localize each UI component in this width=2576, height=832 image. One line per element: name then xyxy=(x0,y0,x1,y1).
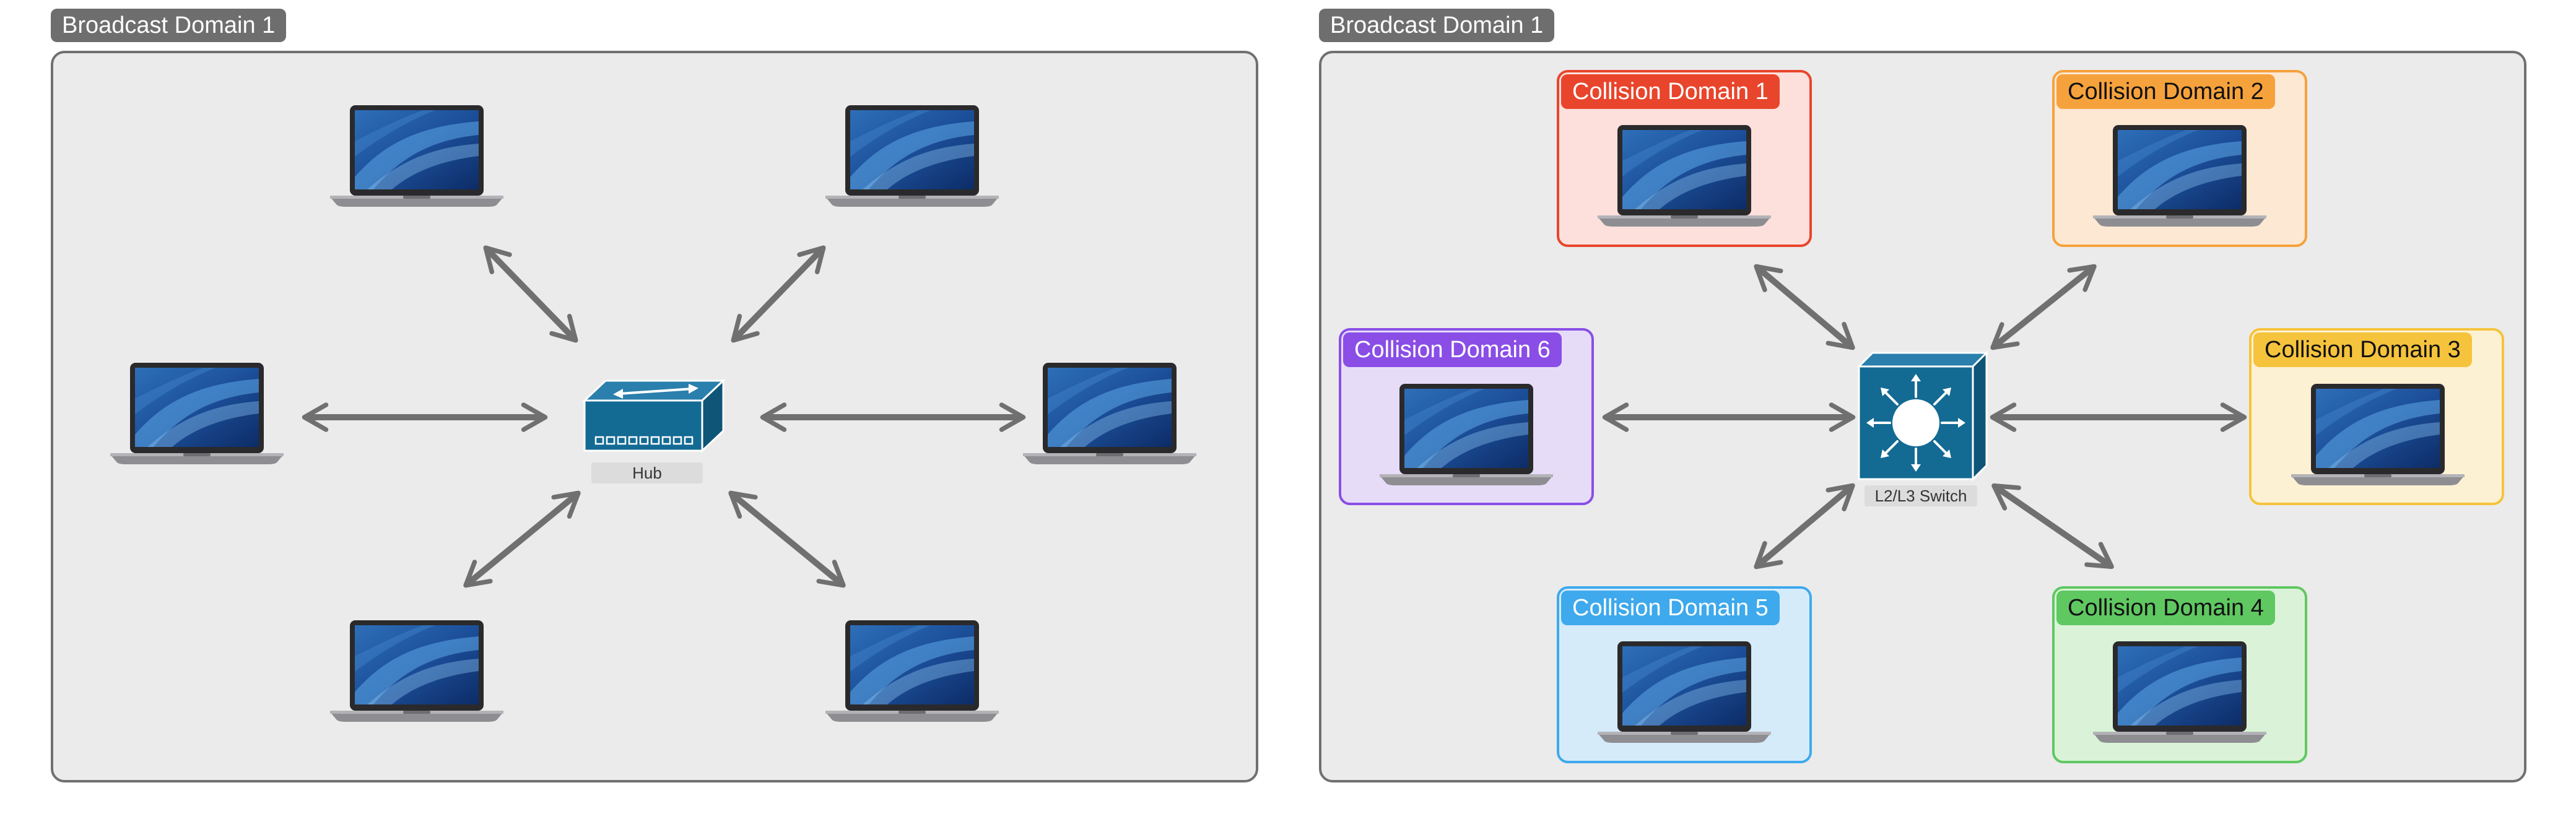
bidirectional-arrow-icon xyxy=(1991,483,2114,570)
bidirectional-arrow-icon xyxy=(1990,264,2097,350)
bidirectional-arrow-icon xyxy=(728,490,846,588)
laptop-icon xyxy=(825,105,999,207)
laptop-icon xyxy=(1598,641,1771,743)
laptop-icon xyxy=(110,363,284,464)
laptop-icon xyxy=(1598,125,1771,227)
laptop-icon xyxy=(2093,641,2266,743)
hub-icon xyxy=(582,378,726,453)
hub-label: Hub xyxy=(591,462,703,483)
laptop-icon xyxy=(825,620,999,722)
bidirectional-arrow-icon xyxy=(463,490,581,588)
laptop-icon xyxy=(1023,363,1196,464)
broadcast-domain-tag-left: Broadcast Domain 1 xyxy=(51,9,287,42)
collision-domain-label-6: Collision Domain 6 xyxy=(1343,332,1562,367)
switch-label: L2/L3 Switch xyxy=(1865,485,1977,506)
laptop-icon xyxy=(1380,384,1553,485)
laptop-icon xyxy=(2291,384,2465,485)
collision-domain-label-3: Collision Domain 3 xyxy=(2253,332,2472,367)
collision-domain-label-4: Collision Domain 4 xyxy=(2056,591,2275,625)
collision-domain-label-2: Collision Domain 2 xyxy=(2056,74,2275,109)
broadcast-domain-tag-right: Broadcast Domain 1 xyxy=(1319,9,1555,42)
bidirectional-arrow-icon xyxy=(483,245,578,343)
switch-icon xyxy=(1856,350,1989,482)
collision-domain-label-1: Collision Domain 1 xyxy=(1561,74,1780,109)
bidirectional-arrow-icon xyxy=(731,245,826,343)
laptop-icon xyxy=(330,105,503,207)
collision-domain-label-5: Collision Domain 5 xyxy=(1561,591,1780,625)
laptop-icon xyxy=(2093,125,2266,227)
laptop-icon xyxy=(330,620,503,722)
bidirectional-arrow-icon xyxy=(1754,483,1855,570)
bidirectional-arrow-icon xyxy=(1754,264,1855,350)
